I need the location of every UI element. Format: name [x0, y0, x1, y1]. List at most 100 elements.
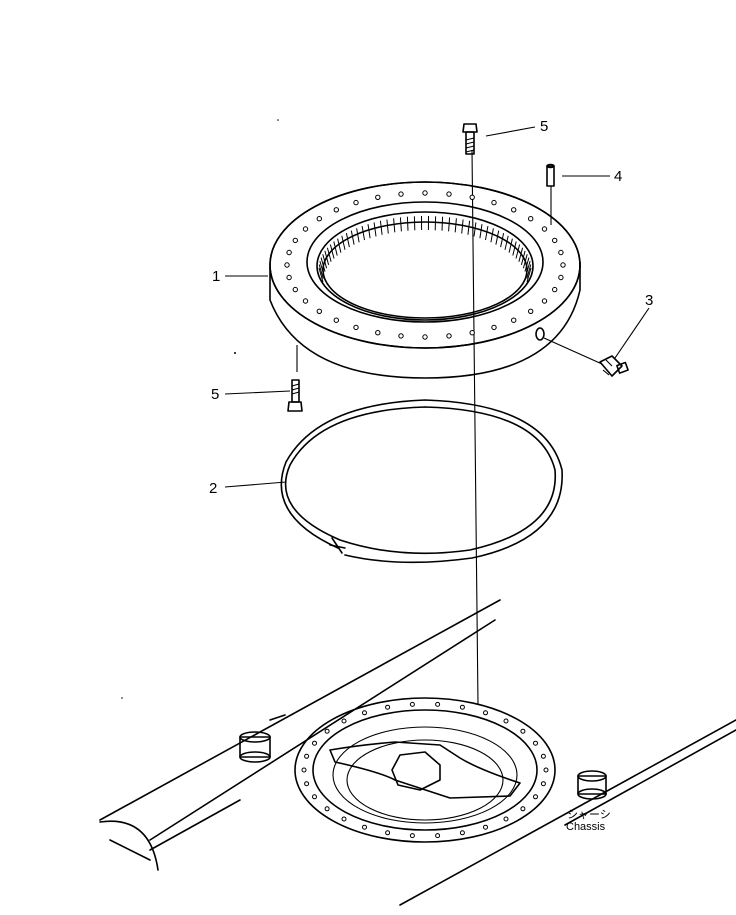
bolt-hole — [446, 333, 452, 339]
gear-tooth — [448, 217, 451, 232]
gear-tooth — [504, 235, 509, 250]
bolt-hole — [312, 740, 317, 746]
callout-1: 1 — [212, 268, 220, 285]
bolt-hole — [552, 286, 558, 293]
bolt-left — [287, 379, 303, 412]
bolt-hole — [301, 767, 307, 773]
bolt-hole — [540, 753, 546, 759]
swing-plate — [329, 741, 521, 799]
gear-tooth — [441, 216, 444, 231]
bolt-hole — [316, 216, 322, 222]
bolt-hole — [302, 298, 309, 304]
gear-tooth — [333, 241, 338, 256]
bolt-hole — [286, 274, 292, 281]
gear-tooth — [406, 216, 409, 231]
bolt-hole — [503, 718, 509, 724]
gear-tooth — [508, 238, 513, 253]
bolt-hole — [324, 806, 330, 812]
callout-4: 4 — [614, 168, 622, 185]
chassis-frame — [99, 599, 736, 906]
internal-gear-teeth — [318, 215, 532, 283]
gear-tooth — [379, 220, 383, 235]
bolt-hole — [483, 710, 488, 716]
gear-tooth — [318, 264, 324, 279]
bolt-hole — [341, 718, 347, 724]
seal-ring — [280, 399, 563, 564]
bolt-hole — [520, 728, 526, 734]
bolt-hole — [491, 199, 497, 206]
dowel-pin — [546, 163, 555, 225]
bolt-hole — [385, 704, 391, 710]
bolt-hole — [528, 308, 534, 314]
gear-tooth — [318, 267, 324, 283]
swing-plate-center — [391, 751, 441, 791]
bolt-hole — [316, 308, 322, 314]
gear-tooth — [479, 224, 483, 239]
bolt-hole — [292, 237, 298, 244]
bolt-hole — [469, 330, 475, 336]
bolt-hole — [284, 262, 290, 268]
grease-port — [535, 327, 545, 341]
bolt-hole — [409, 701, 415, 707]
bolt-hole — [353, 199, 359, 206]
bolt-hole — [304, 781, 310, 787]
bolt-hole — [312, 794, 317, 800]
leader-lines — [224, 126, 650, 488]
bolt-hole — [541, 226, 548, 232]
gear-tooth — [467, 220, 471, 235]
gear-tooth — [485, 226, 489, 241]
chassis-bolt-holes — [301, 701, 549, 839]
chassis-boss-left — [239, 731, 271, 763]
bolt-hole — [511, 317, 517, 323]
bolt-hole — [483, 824, 488, 830]
center-alignment-line — [471, 149, 479, 706]
gear-tooth — [367, 224, 371, 239]
gear-tooth — [454, 218, 457, 233]
bolt-hole — [422, 334, 428, 340]
bolt-hole — [446, 191, 452, 197]
bolt-hole — [491, 324, 497, 331]
bolt-hole — [459, 830, 465, 836]
speck — [234, 352, 236, 354]
bolt-hole — [341, 816, 347, 822]
chassis-label-en: Chassis — [566, 821, 606, 833]
bolt-hole — [552, 237, 558, 244]
bolt-hole — [362, 824, 367, 830]
bolt-hole — [375, 194, 381, 201]
bolt-hole — [511, 207, 517, 213]
gear-tooth — [393, 218, 396, 233]
grease-fitting — [599, 355, 629, 377]
callout-2: 2 — [209, 480, 217, 497]
bolt-hole — [469, 194, 475, 201]
gear-tooth — [399, 217, 402, 232]
bolt-hole — [435, 701, 441, 707]
callout-5-top: 5 — [540, 118, 548, 135]
gear-tooth — [373, 222, 377, 237]
bolt-hole — [292, 286, 298, 293]
bolt-hole — [503, 816, 509, 822]
bolt-hole — [520, 806, 526, 812]
bolt-hole — [533, 740, 538, 746]
bolt-hole — [540, 781, 546, 787]
bolt-hole — [558, 249, 564, 256]
chassis-mount-ring — [294, 697, 556, 843]
bolt-top — [462, 123, 478, 155]
bolt-hole — [533, 794, 538, 800]
bolt-hole — [302, 226, 309, 232]
gear-tooth — [490, 228, 494, 243]
bolt-hole — [528, 216, 534, 222]
gear-tooth — [345, 232, 350, 248]
gear-tooth — [341, 235, 346, 250]
bolt-hole — [398, 333, 404, 339]
bolt-hole — [375, 330, 381, 336]
bolt-hole — [409, 833, 415, 839]
bolt-hole — [435, 833, 441, 839]
bolt-hole — [385, 830, 391, 836]
bolt-hole — [333, 207, 339, 213]
bolt-hole — [324, 728, 330, 734]
gear-tooth — [473, 222, 477, 237]
bolt-hole — [362, 710, 367, 716]
gear-tooth — [515, 244, 521, 259]
bolt-hole — [558, 274, 564, 281]
